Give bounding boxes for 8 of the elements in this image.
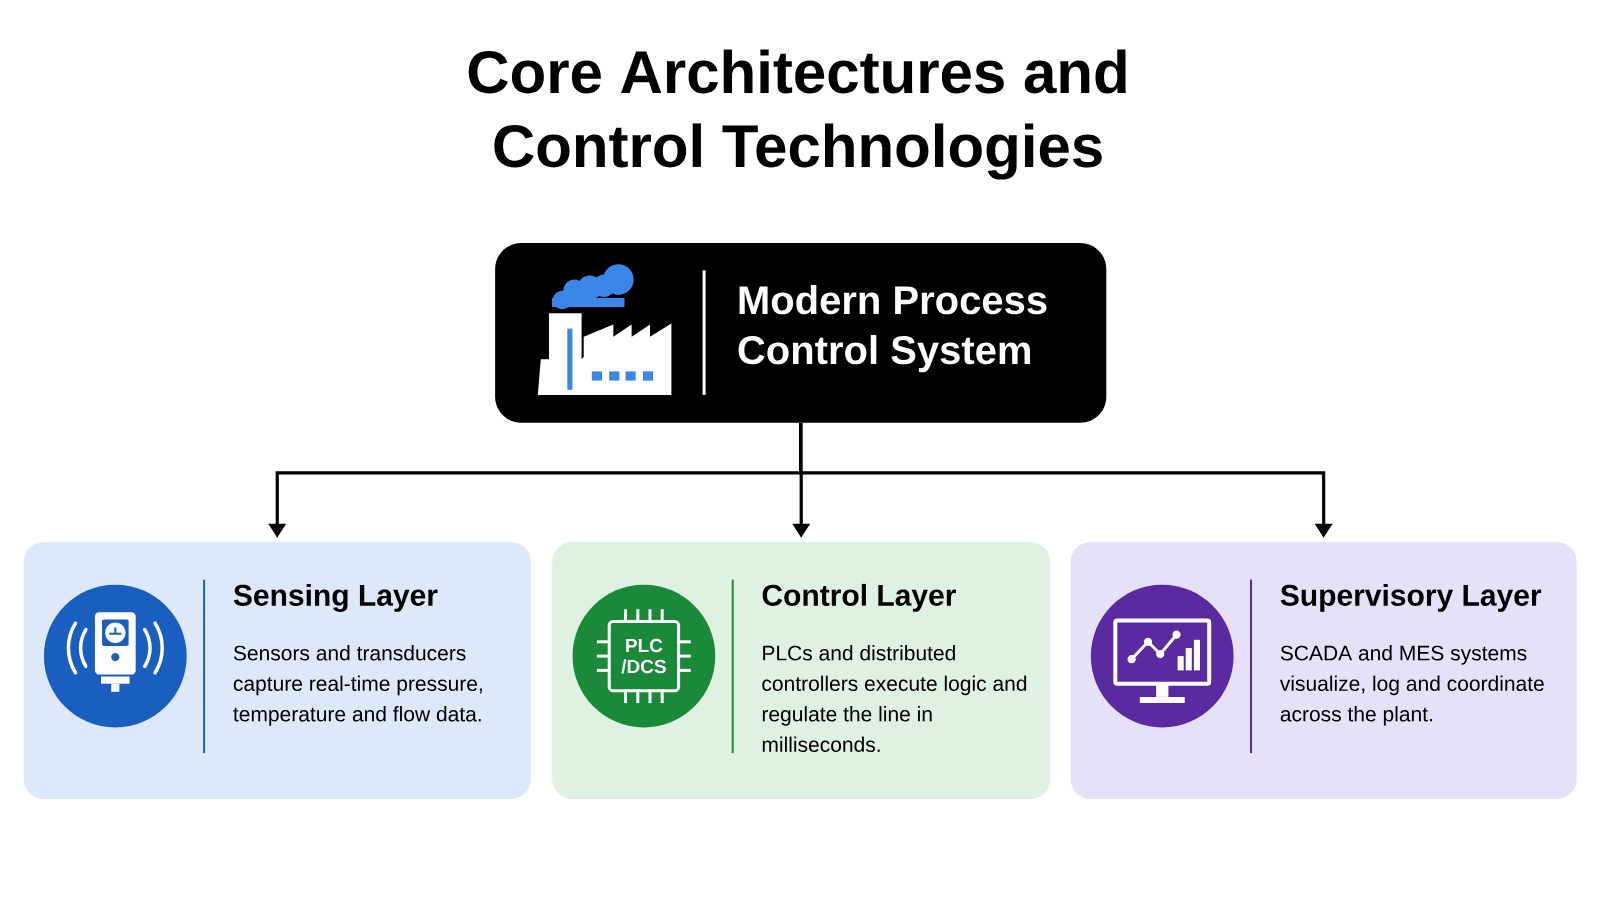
layer-description: SCADA and MES systems visualize, log and coordinate across the plant. <box>1279 645 1544 726</box>
layer-heading: Control Layer <box>762 583 956 612</box>
layer-heading: Supervisory Layer <box>1280 583 1542 612</box>
layer-description: PLCs and distributed controllers execute logic and regulate the line in milliseconds. <box>762 645 1027 752</box>
chip-label: PLC /DCS <box>621 638 666 674</box>
layer-description: Sensors and transducers capture real-time pressure, temperature and flow data. <box>233 645 482 726</box>
layer-heading: Sensing Layer <box>233 583 438 612</box>
title: Core Architectures and Control Technologies <box>468 49 1126 180</box>
